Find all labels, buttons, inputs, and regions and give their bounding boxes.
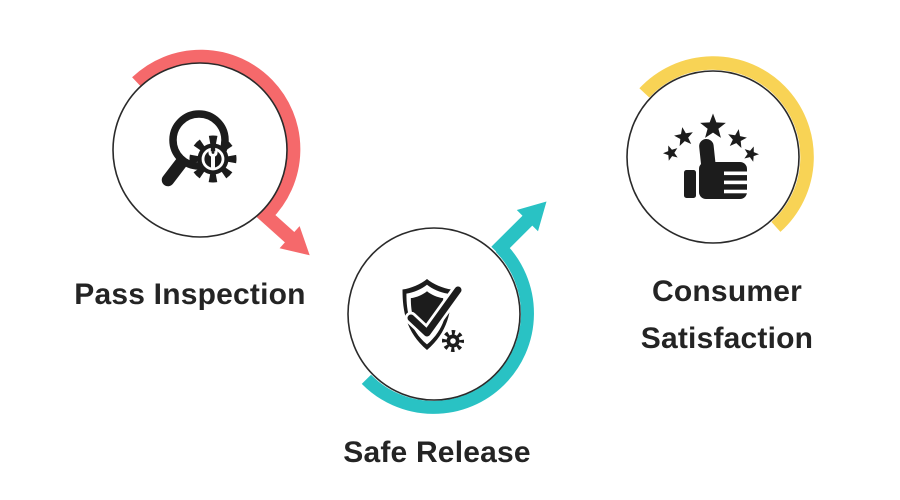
step2-label: Safe Release	[343, 436, 531, 469]
star-icon	[663, 145, 678, 161]
small-gear-teeth	[442, 330, 464, 352]
wrench-notch	[210, 146, 216, 152]
thumbs-up-five-stars-icon	[663, 113, 759, 199]
step1-label: Pass Inspection	[74, 278, 306, 311]
thumbs-up-hand	[684, 138, 748, 199]
fingers	[699, 162, 747, 199]
arrow-to-step3-icon	[491, 201, 547, 257]
magnifier-lens	[169, 110, 229, 170]
step-pass-inspection	[112, 49, 310, 256]
finger-notch	[724, 171, 748, 176]
checkmark-icon	[407, 286, 462, 337]
star-icon	[728, 129, 747, 148]
star-icon	[744, 146, 759, 162]
gear-teeth	[189, 135, 237, 183]
finger-notch	[724, 180, 748, 185]
step3-accent-arc	[639, 56, 814, 232]
star-icon	[700, 113, 726, 138]
finger-notch	[724, 189, 748, 194]
wrench-head-hole	[211, 151, 215, 154]
step1-accent-arc	[132, 49, 301, 221]
magnifier-handle	[161, 156, 188, 187]
star-icon	[674, 127, 693, 146]
step-consumer-satisfaction	[626, 56, 814, 244]
step1-circle-outline	[112, 62, 288, 238]
small-gear-hole	[450, 338, 456, 344]
shield-checkmark-gear-icon	[402, 279, 467, 355]
step2-circle-outline	[347, 227, 521, 401]
cuff	[684, 170, 696, 198]
step3-label: Consumer Satisfaction	[640, 275, 814, 355]
step2-accent-arc	[361, 242, 534, 414]
arrow-to-step2-icon	[256, 206, 310, 256]
step-safe-release	[347, 201, 547, 414]
step3-circle-outline	[626, 70, 800, 244]
five-stars	[663, 113, 759, 162]
magnifier-gear-inspection-icon	[161, 110, 237, 187]
